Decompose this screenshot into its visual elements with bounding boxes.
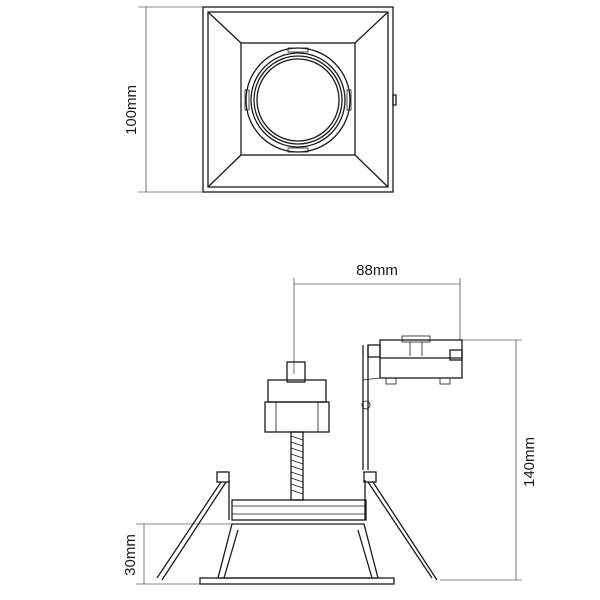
square-frame [202, 6, 397, 193]
bezel [199, 523, 395, 585]
thread-lines [290, 435, 304, 495]
side-view: 88mm 140mm 30mm [122, 262, 538, 585]
bezel-dimension-side: 30mm [122, 523, 232, 585]
height-dimension-side: 140mm [440, 339, 538, 581]
width-dimension-side: 88mm [293, 262, 461, 374]
driver-box [361, 335, 463, 470]
width-label-side: 88mm [356, 262, 398, 279]
height-dimension-top: 100mm [123, 6, 203, 193]
top-view: 100mm [123, 6, 397, 193]
bezel-label-side: 30mm [122, 534, 139, 576]
spring-clip-right [363, 471, 438, 581]
lamp-holder [264, 361, 330, 501]
height-label-side: 140mm [521, 437, 538, 487]
lamp-ring [244, 47, 352, 153]
height-label-top: 100mm [123, 85, 140, 135]
spring-clip-left [156, 471, 230, 581]
mounting-plate [231, 499, 367, 521]
